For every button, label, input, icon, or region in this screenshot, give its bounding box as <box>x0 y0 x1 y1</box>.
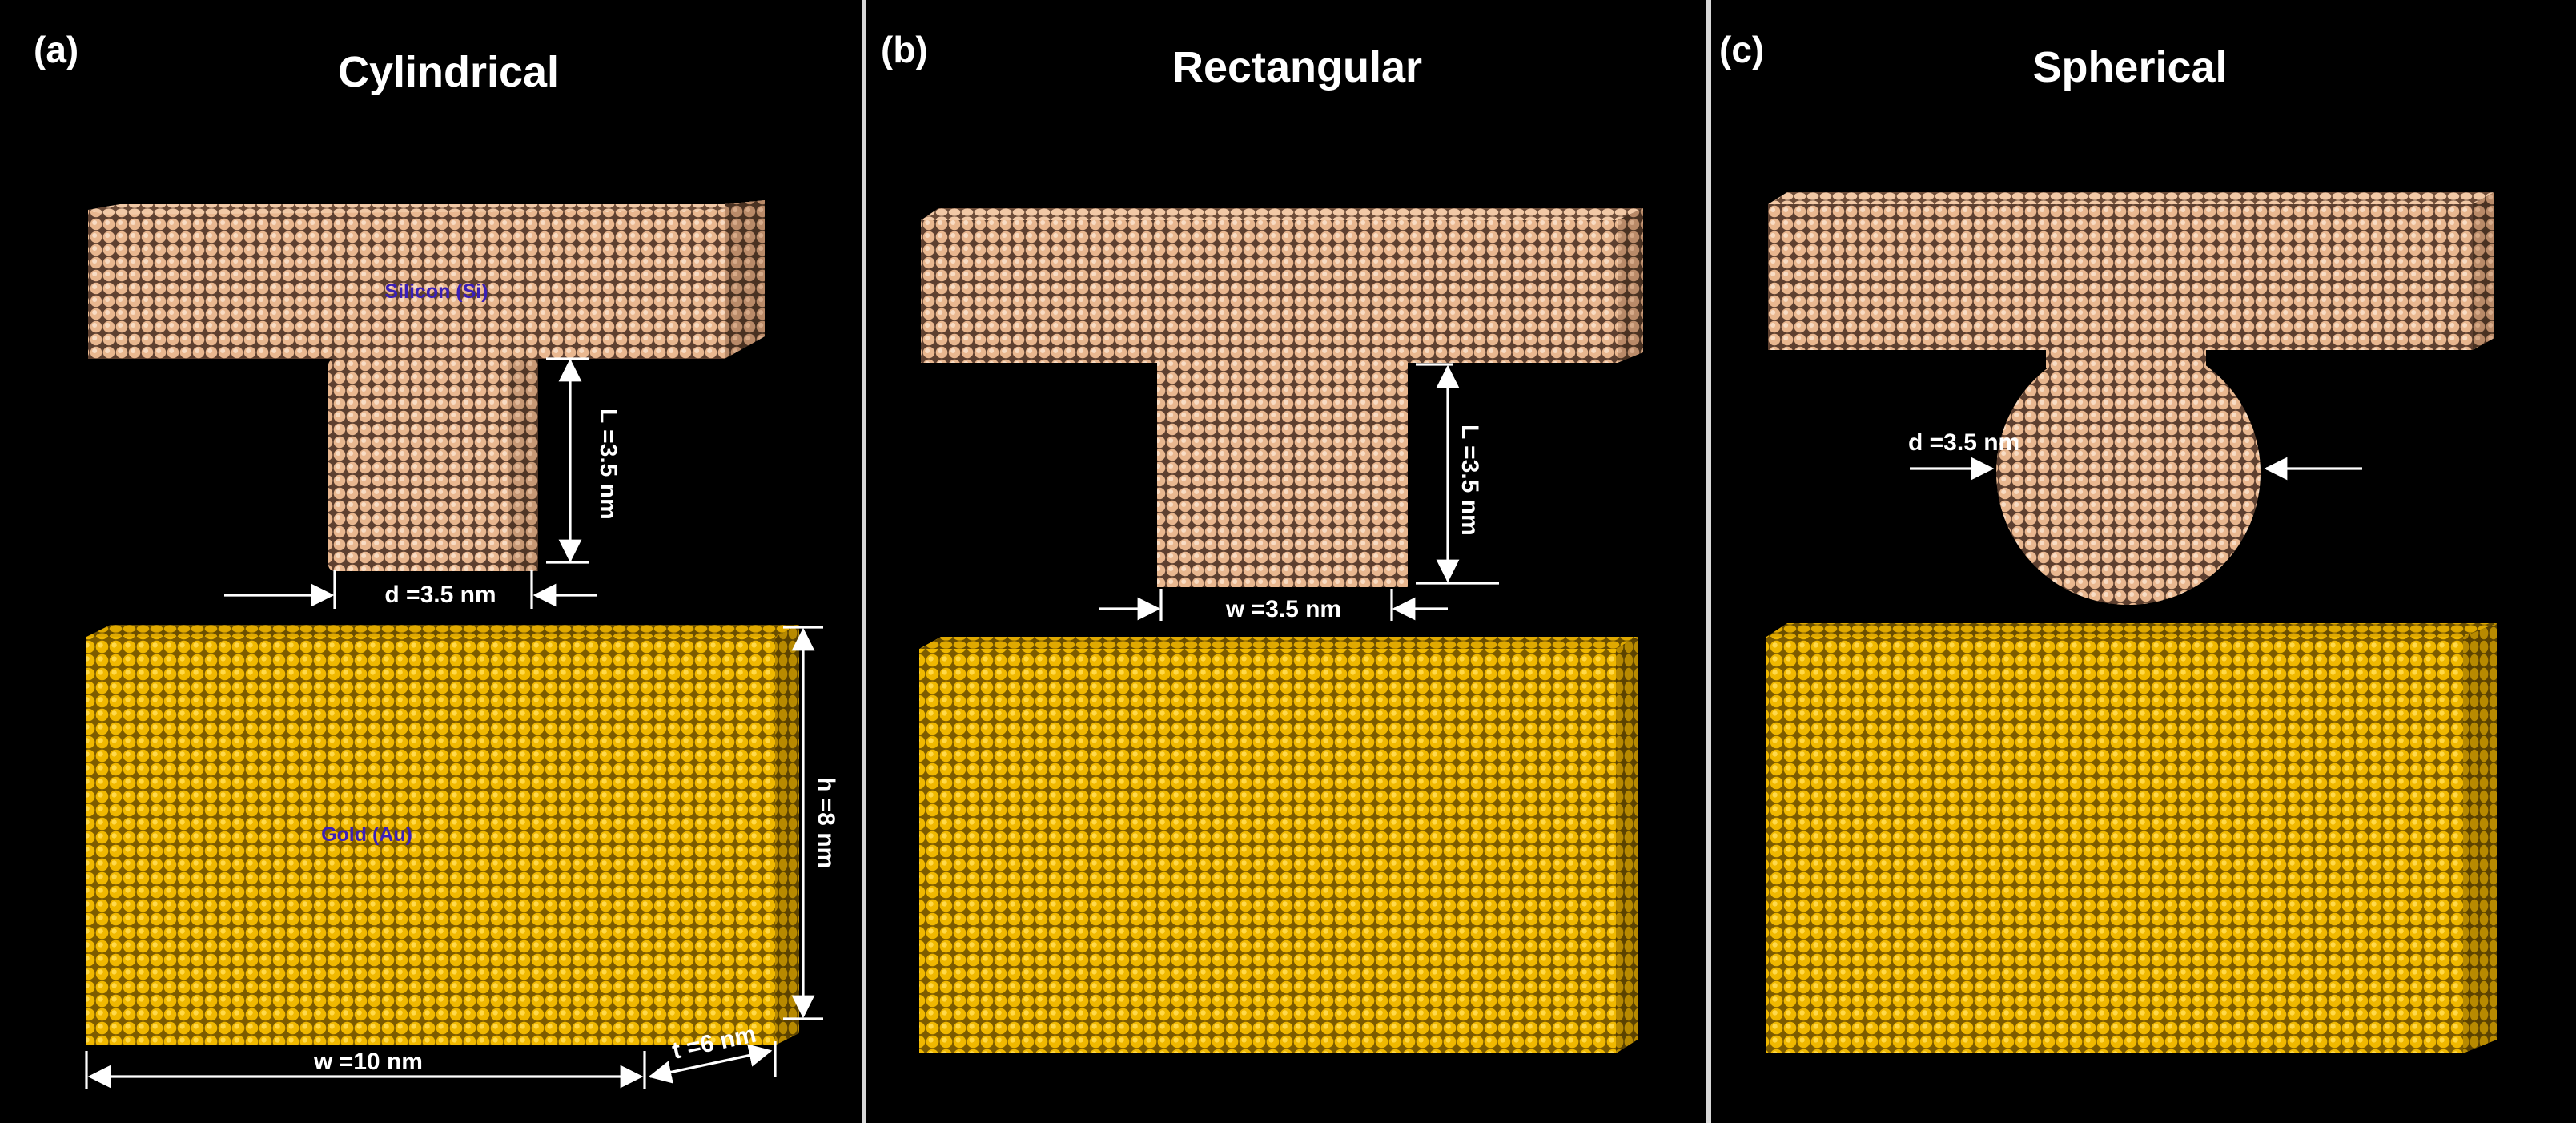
panel-b-length-label: L =3.5 nm <box>1457 425 1483 536</box>
panel-c-silicon-cap <box>1768 192 2494 350</box>
panel-b-width-label: w =3.5 nm <box>1225 596 1341 622</box>
panel-c-gold-block <box>1766 623 2497 1053</box>
panel-divider-left <box>862 0 866 1123</box>
panel-divider-right <box>1706 0 1711 1123</box>
panel-c-diameter-label: d =3.5 nm <box>1908 429 2019 456</box>
panel-c: (c) Spherical d =3.5 nm <box>1719 29 2497 1053</box>
panel-a-letter: (a) <box>34 29 78 70</box>
panel-a-title: Cylindrical <box>338 48 559 96</box>
panel-a-thickness-arrow <box>648 1044 773 1084</box>
panel-b-silicon-stem <box>1157 363 1408 587</box>
panel-a-width-label: w =10 nm <box>313 1049 423 1075</box>
panel-b-letter: (b) <box>881 29 928 70</box>
panel-a: (a) Cylindrical Silicon (Si) Gold (Au) L… <box>34 29 839 1089</box>
panel-a-gold-label: Gold (Au) <box>321 823 412 846</box>
panel-a-length-label: L =3.5 nm <box>595 409 621 520</box>
panel-a-silicon-cap <box>88 200 765 359</box>
panel-b-silicon-cap <box>921 208 1643 363</box>
panel-b-gold-block <box>919 637 1638 1053</box>
panel-a-height-label: h =8 nm <box>813 777 839 868</box>
panel-b-title: Rectangular <box>1172 43 1422 91</box>
panel-c-letter: (c) <box>1719 29 1764 70</box>
panel-a-silicon-stem <box>328 359 538 571</box>
panel-a-gold-block <box>86 625 807 1056</box>
panel-c-title: Spherical <box>2032 43 2227 91</box>
panel-a-diameter-label: d =3.5 nm <box>384 582 496 608</box>
panel-c-silicon-sphere <box>1996 340 2261 605</box>
panel-a-silicon-label: Silicon (Si) <box>384 280 488 303</box>
panel-b: (b) Rectangular L =3.5 nm w =3.5 nm <box>881 29 1643 1053</box>
